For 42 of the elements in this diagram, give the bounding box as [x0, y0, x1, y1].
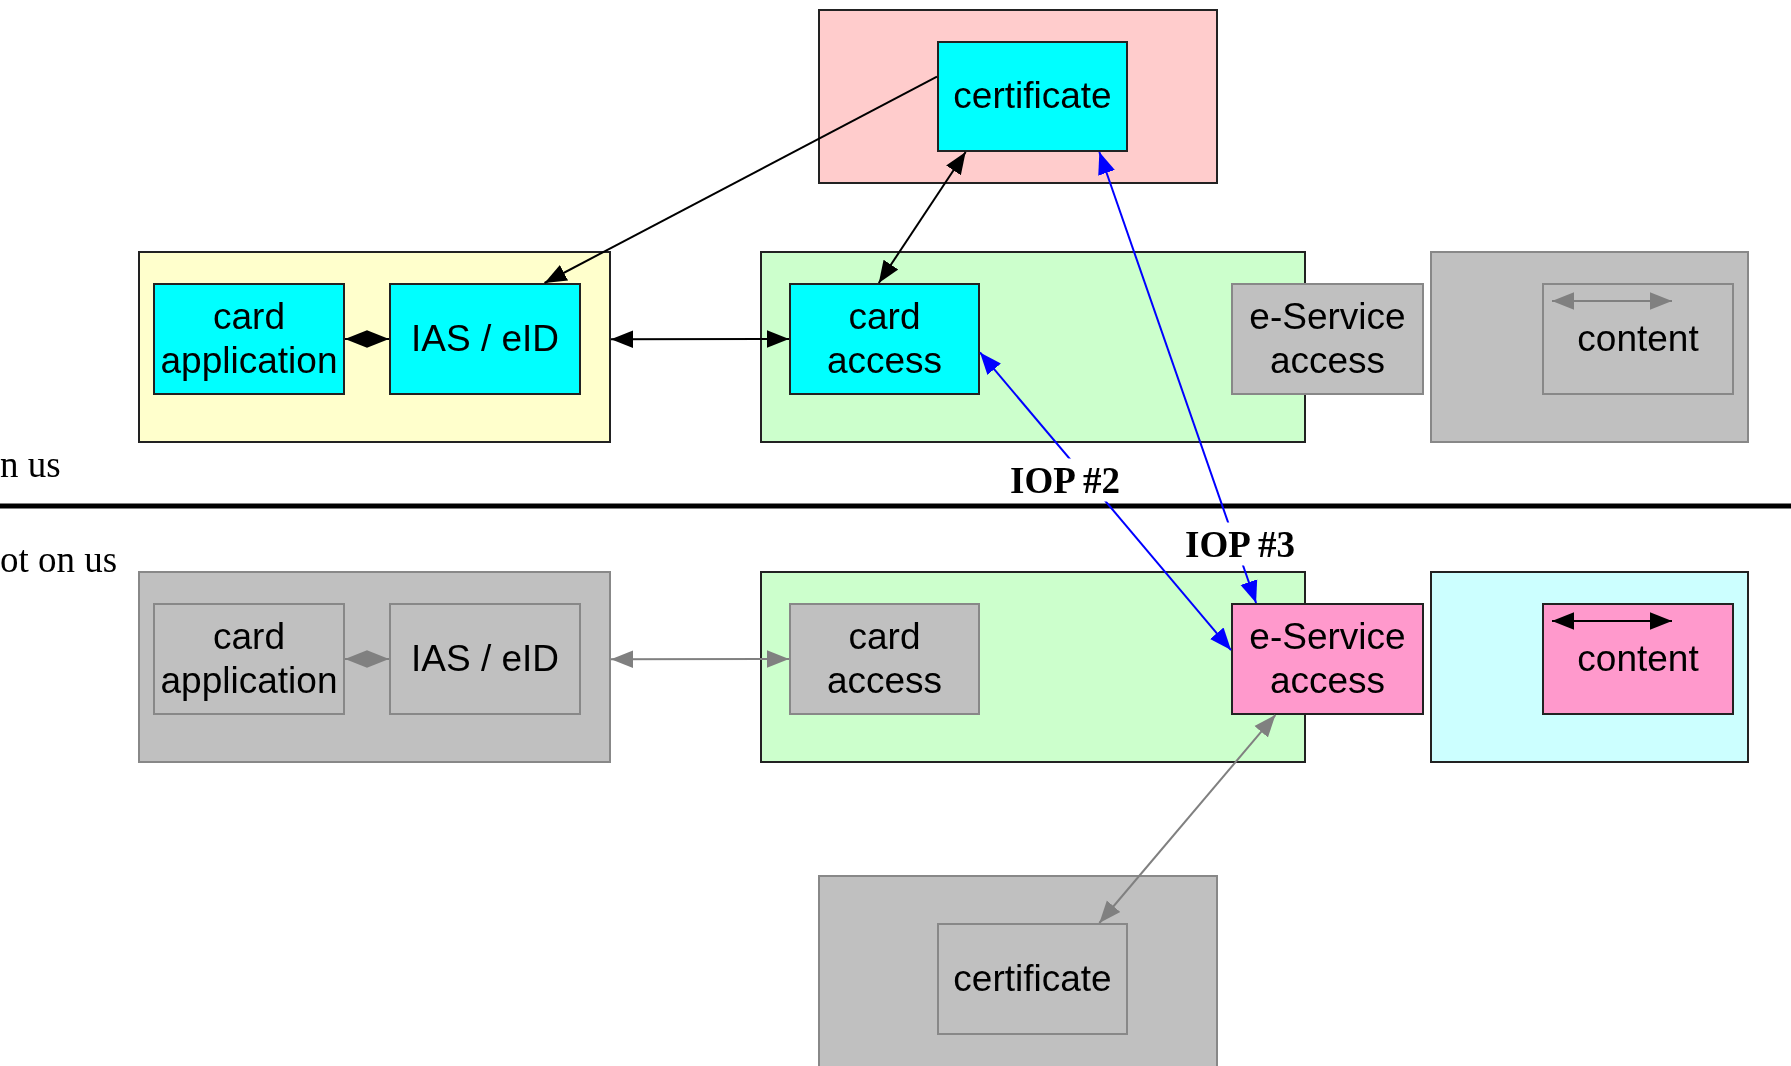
connector-arrow [344, 650, 390, 668]
container-box [1430, 571, 1749, 763]
container-box [138, 251, 611, 443]
connector-arrow [610, 650, 790, 669]
connector-arrow [344, 330, 390, 348]
edge-label: IOP #2 [1008, 458, 1122, 502]
process-box [153, 283, 345, 395]
process-box [937, 923, 1128, 1035]
process-box [1542, 283, 1734, 395]
box-label: certificate [953, 956, 1112, 1001]
section-label: ot on us [0, 538, 118, 581]
container-box [818, 9, 1218, 184]
box-label: card access [825, 294, 944, 383]
box-label: e-Service access [1248, 294, 1407, 383]
process-box [789, 603, 980, 715]
box-label: e-Service access [1248, 614, 1407, 703]
process-box [937, 41, 1128, 152]
process-box [1231, 283, 1424, 395]
connector-arrow [1098, 714, 1277, 924]
connector-arrow [543, 75, 938, 284]
container-box [1430, 251, 1749, 443]
box-label: IAS / eID [410, 636, 560, 681]
connector-arrow [877, 151, 967, 284]
box-label: card application [159, 294, 339, 383]
process-box [1542, 603, 1734, 715]
connector-arrow [1098, 151, 1258, 604]
container-box [138, 571, 611, 763]
process-box [789, 283, 980, 395]
box-label: IAS / eID [410, 316, 560, 361]
box-label: certificate [953, 74, 1112, 119]
box-label: card application [159, 614, 339, 703]
process-box [153, 603, 345, 715]
box-label: card access [825, 614, 944, 703]
box-label: content [1577, 636, 1699, 681]
section-label: n us [0, 443, 61, 486]
edge-label: IOP #3 [1183, 522, 1297, 566]
container-box [818, 875, 1218, 1066]
process-box [389, 283, 581, 395]
box-label: content [1577, 316, 1699, 361]
process-box [1231, 603, 1424, 715]
process-box [389, 603, 581, 715]
connector-arrow [610, 330, 790, 349]
